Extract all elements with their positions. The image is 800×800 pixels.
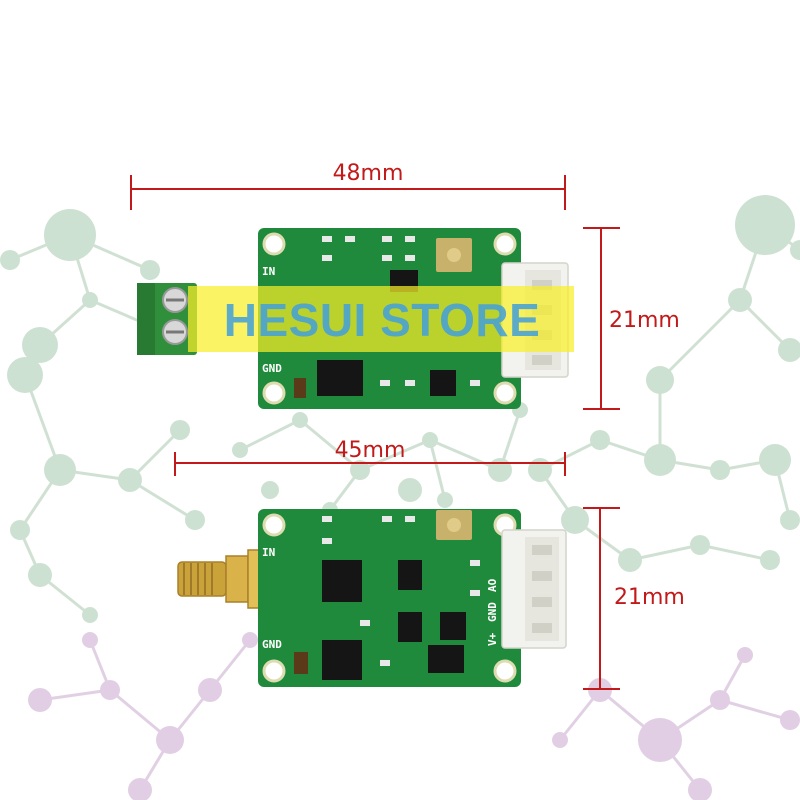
silk-gnd-pin: GND — [486, 602, 499, 622]
top-height-dimension — [583, 227, 620, 410]
bottom-width-label: 45mm — [335, 438, 406, 463]
jst-connector-bottom — [501, 529, 567, 649]
transistor-chip — [430, 370, 456, 396]
silk-gnd-top: GND — [262, 362, 282, 375]
silk-ao: AO — [486, 578, 499, 592]
ic-chip — [317, 360, 363, 396]
top-width-label: 48mm — [333, 161, 404, 186]
screw-terminal-block — [137, 283, 197, 355]
bottom-height-dimension — [583, 507, 620, 690]
ic-chip — [322, 560, 362, 602]
top-height-label: 21mm — [609, 308, 680, 333]
watermark-banner — [188, 286, 574, 352]
silk-gnd-bottom: GND — [262, 638, 282, 651]
silk-in-bottom: IN — [262, 546, 275, 559]
bottom-height-label: 21mm — [614, 585, 685, 610]
ic-chip — [322, 640, 362, 680]
silk-vplus: V+ — [486, 632, 499, 646]
watermark-text: HESUI STORE — [223, 294, 541, 346]
bottom-width-dimension — [174, 452, 566, 476]
bottom-pcb-module: IN GND AO GND V+ — [177, 509, 567, 687]
network-background — [0, 195, 800, 800]
top-width-dimension — [130, 175, 566, 210]
silk-in-top: IN — [262, 265, 275, 278]
